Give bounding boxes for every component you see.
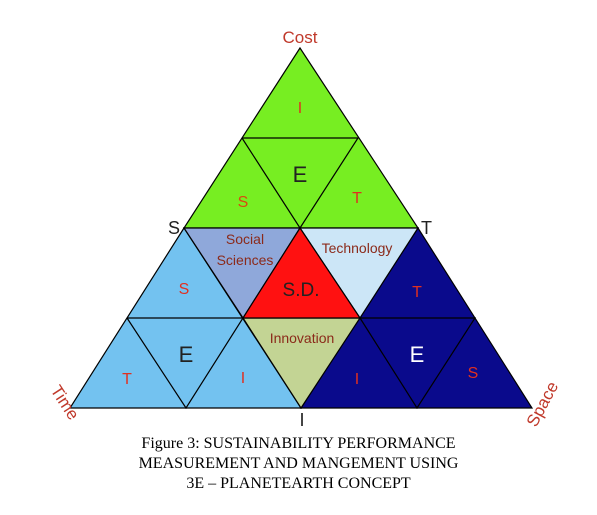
social-label-line1: Social xyxy=(226,231,264,247)
right-triangle-e-letter: E xyxy=(410,342,425,367)
sd-label: S.D. xyxy=(283,280,320,301)
left-triangle-i-letter: I xyxy=(241,370,245,387)
top-triangle-i-letter: I xyxy=(298,100,302,117)
cost-label: Cost xyxy=(283,28,318,47)
planetearth-diagram: Cost S T I Time Space I E S T S E T I T … xyxy=(47,28,563,430)
technology-label: Technology xyxy=(322,240,393,256)
top-triangle-s-letter: S xyxy=(238,194,249,211)
left-triangle-e-letter: E xyxy=(179,342,194,367)
top-triangle-e-letter: E xyxy=(293,162,308,187)
caption-line-1: Figure 3: SUSTAINABILITY PERFORMANCE xyxy=(141,435,456,452)
figure-caption: Figure 3: SUSTAINABILITY PERFORMANCE MEA… xyxy=(0,434,597,494)
caption-line-3: 3E – PLANETEARTH CONCEPT xyxy=(186,475,411,492)
right-triangle-s-letter: S xyxy=(468,365,479,382)
top-inner-lines xyxy=(241,137,360,230)
right-t-vertex-label: T xyxy=(421,218,432,238)
caption-line-2: MEASUREMENT AND MANGEMENT USING xyxy=(138,455,459,472)
top-triangle-t-letter: T xyxy=(352,190,362,207)
left-inner-lines xyxy=(126,317,245,410)
right-inner-lines xyxy=(359,317,477,410)
left-s-vertex-label: S xyxy=(168,218,180,238)
left-triangle-t-letter: T xyxy=(122,371,132,388)
bottom-i-vertex-label: I xyxy=(299,410,304,430)
sd-center-triangle xyxy=(241,226,362,319)
right-triangle-i-letter: I xyxy=(355,371,359,388)
right-triangle-t-letter: T xyxy=(412,284,422,301)
innovation-label: Innovation xyxy=(270,330,335,346)
social-label-line2: Sciences xyxy=(217,252,274,268)
left-triangle-s-letter: S xyxy=(179,281,190,298)
